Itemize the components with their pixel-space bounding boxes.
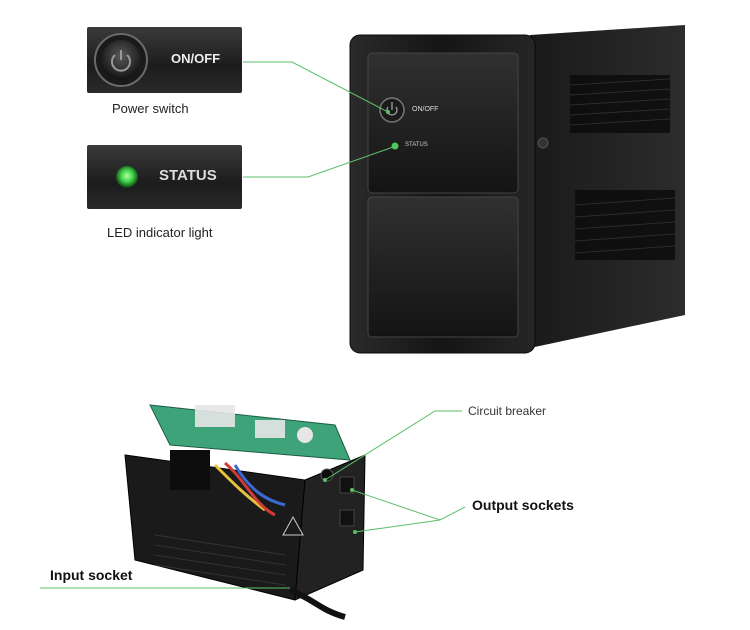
led-icon bbox=[116, 166, 138, 188]
ups-open-interior bbox=[124, 404, 366, 620]
output-sockets-label: Output sockets bbox=[472, 497, 574, 513]
power-button-icon bbox=[94, 33, 148, 87]
power-switch-closeup: ON/OFF bbox=[87, 27, 242, 93]
led-indicator-caption: LED indicator light bbox=[107, 225, 213, 240]
ups-front-status-label: STATUS bbox=[405, 142, 428, 148]
input-socket-label: Input socket bbox=[50, 567, 133, 583]
power-switch-label: ON/OFF bbox=[171, 51, 221, 66]
ups-tower bbox=[349, 25, 685, 354]
ups-front-power-label: ON/OFF bbox=[412, 106, 439, 113]
power-switch-caption: Power switch bbox=[112, 101, 189, 116]
led-indicator-closeup: STATUS bbox=[87, 145, 242, 209]
circuit-breaker-label: Circuit breaker bbox=[468, 404, 547, 418]
led-status-label: STATUS bbox=[159, 167, 217, 184]
